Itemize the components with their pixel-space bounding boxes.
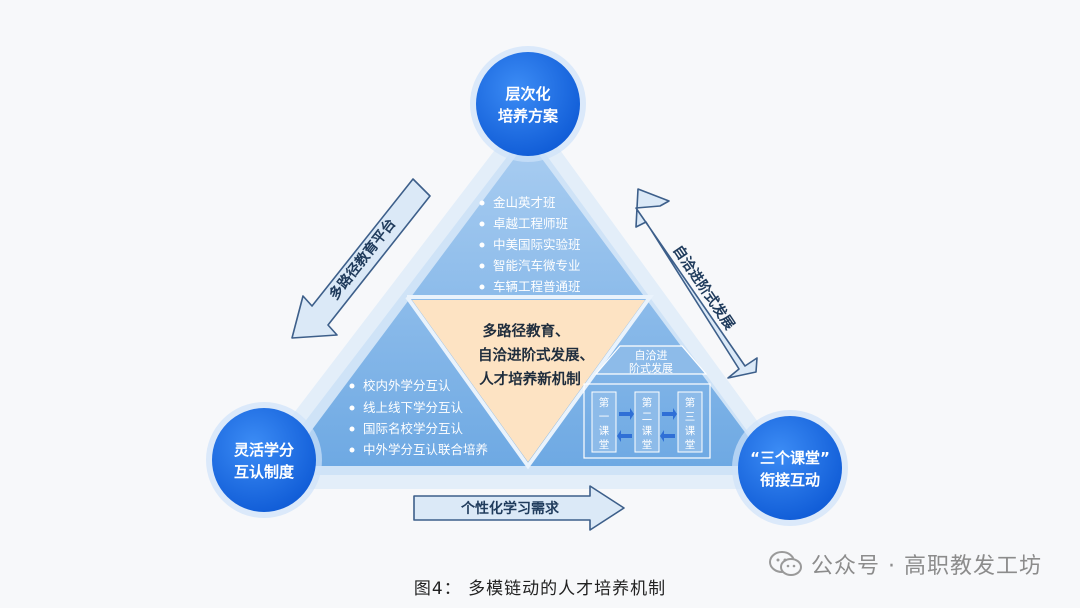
node-right-line1: “三个课堂” (750, 449, 830, 467)
node-left: 灵活学分 互认制度 (206, 402, 322, 518)
classroom-1-box (591, 391, 617, 453)
node-left-line1: 灵活学分 (234, 441, 294, 459)
watermark-text: 公众号 · 高职教发工坊 (811, 554, 1042, 579)
top-list-item: 车辆工程普通班 (493, 279, 581, 294)
classroom-1-char: 课 (599, 425, 610, 437)
right-panel-frame (583, 383, 711, 459)
center-text: 多路径教育、 自洽进阶式发展、 人才培养新机制 (478, 322, 594, 388)
classroom-2-char: 第 (642, 396, 653, 409)
top-list-item: 智能汽车微专业 (493, 258, 581, 273)
node-top: 层次化 培养方案 (470, 46, 586, 162)
top-list: 金山英才班 卓越工程师班 中美国际实验班 智能汽车微专业 车辆工程普通班 (479, 195, 581, 294)
node-right: “三个课堂” 衔接互动 (732, 410, 848, 526)
watermark: 公众号 · 高职教发工坊 (769, 548, 1042, 580)
center-line-3: 人才培养新机制 (479, 370, 581, 388)
classroom-1-char: 堂 (599, 439, 610, 451)
right-panel-heading-1: 自洽进 (635, 349, 668, 362)
node-left-line2: 互认制度 (234, 463, 295, 481)
arrow-left-icon (617, 430, 632, 442)
arrow-right-icon (619, 408, 634, 420)
triangle-dividers (405, 295, 654, 470)
arrow-left-icon (660, 430, 675, 442)
right-panel-heading-2: 阶式发展 (629, 361, 673, 375)
classroom-3-char: 堂 (685, 439, 696, 451)
figure-caption: 图4： 多模链动的人才培养机制 (413, 579, 667, 599)
classroom-1-char: 一 (599, 411, 610, 423)
left-list-item: 中外学分互认联合培养 (363, 442, 488, 457)
node-top-line2: 培养方案 (498, 107, 559, 125)
classroom-2-char: 堂 (642, 439, 653, 451)
left-list-item: 国际名校学分互认 (363, 421, 464, 436)
left-list-item: 线上线下学分互认 (363, 400, 464, 415)
bottom-arrow: 个性化学习需求 (413, 485, 625, 531)
classroom-2-char: 课 (642, 425, 653, 437)
top-list-item: 卓越工程师班 (493, 216, 568, 231)
center-line-1: 多路径教育、 (483, 322, 570, 340)
arrow-right-icon (662, 408, 677, 420)
bottom-arrow-label: 个性化学习需求 (460, 500, 560, 517)
classroom-3-box (677, 391, 703, 453)
classroom-2-char: 二 (642, 411, 653, 423)
left-list-item: 校内外学分互认 (363, 378, 451, 393)
node-right-line2: 衔接互动 (760, 471, 820, 489)
classroom-1-char: 第 (599, 396, 610, 409)
classroom-3-char: 课 (685, 425, 696, 437)
classroom-2-box (634, 391, 660, 453)
classroom-3-char: 第 (685, 396, 696, 409)
right-panel: 自洽进 阶式发展 第 一 课 堂 第 二 课 堂 第 三 课 堂 (583, 345, 711, 459)
top-list-item: 中美国际实验班 (493, 237, 581, 252)
top-list-item: 金山英才班 (493, 195, 556, 210)
classroom-3-char: 三 (685, 411, 696, 423)
right-panel-roof (594, 345, 708, 375)
wechat-icon (769, 551, 803, 576)
center-triangle (412, 300, 645, 462)
center-line-2: 自洽进阶式发展、 (478, 346, 594, 364)
left-list: 校内外学分互认 线上线下学分互认 国际名校学分互认 中外学分互认联合培养 (349, 378, 488, 457)
node-top-line1: 层次化 (505, 85, 550, 103)
